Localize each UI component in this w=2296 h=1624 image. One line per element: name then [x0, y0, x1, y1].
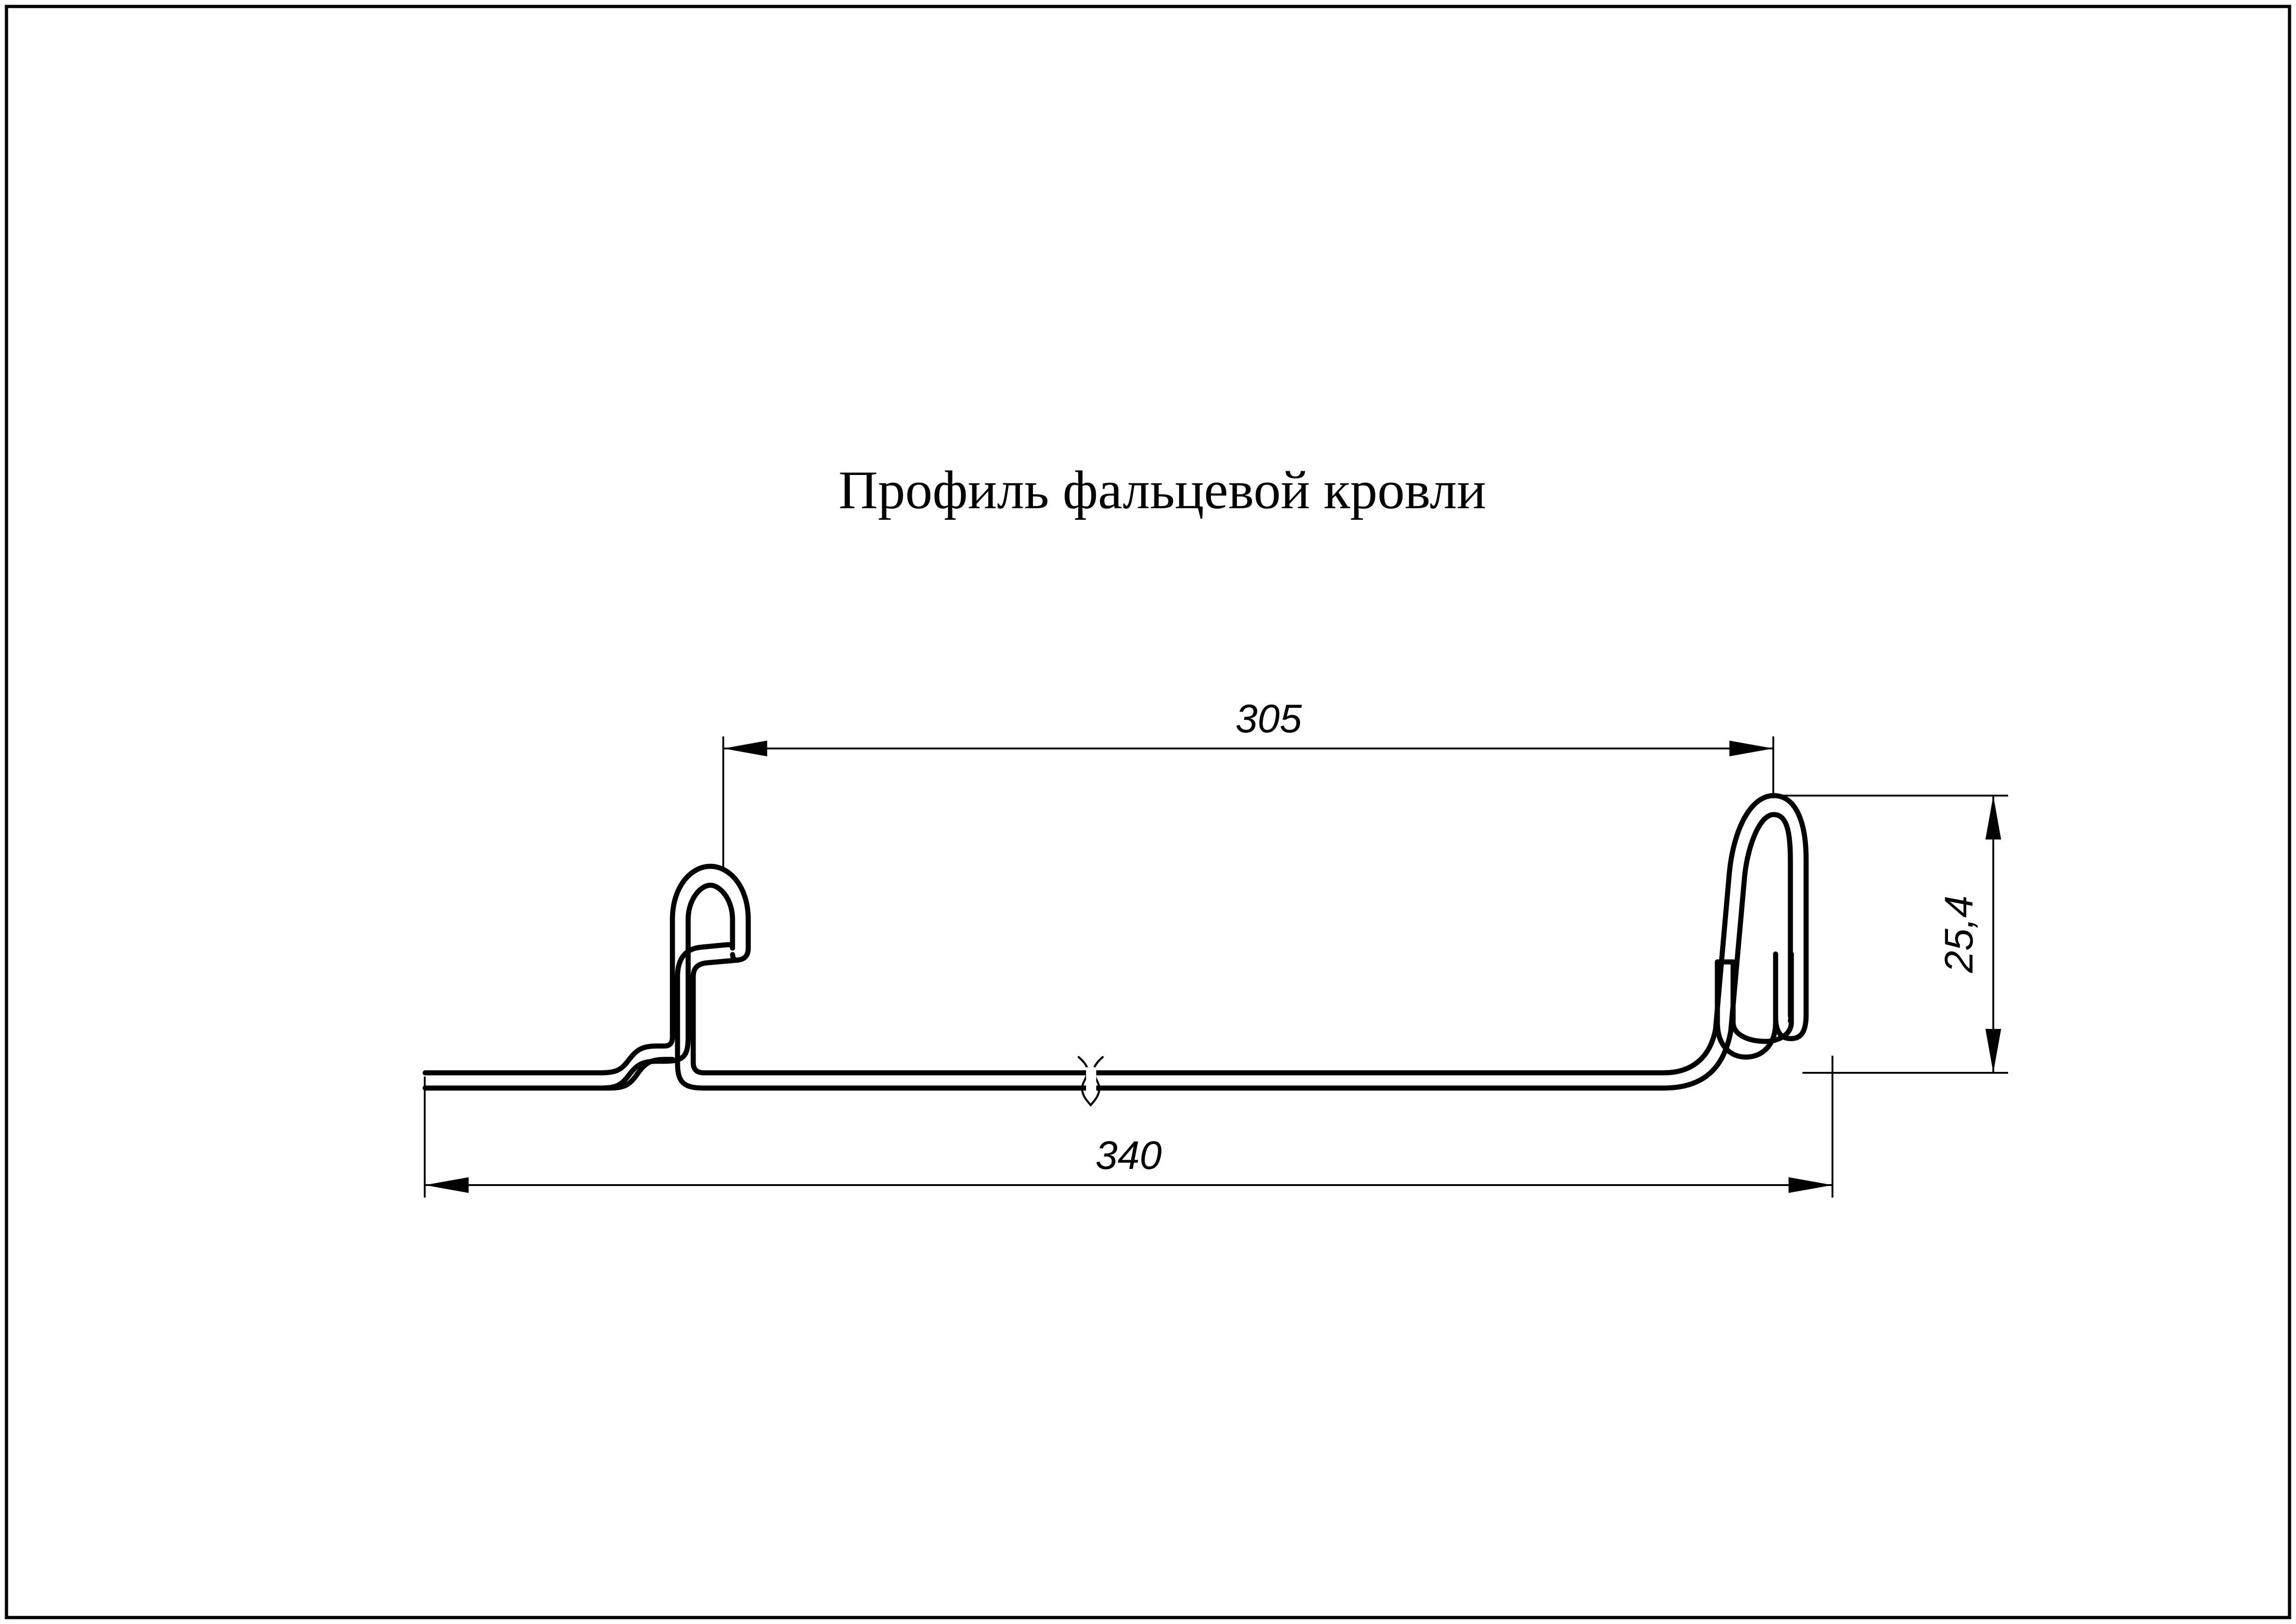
- profile-strip-outline: [422, 793, 1809, 1076]
- dimension-340: 340: [424, 1056, 1833, 1198]
- dimension-label-305: 305: [1235, 697, 1302, 741]
- break-gap-mask: [1086, 1067, 1096, 1094]
- dimension-arrow-icon-254-bottom: [1985, 1029, 2001, 1073]
- profile-inner-contour: [422, 812, 1794, 1091]
- right-seam-j-hook-inner: [1730, 951, 1794, 1044]
- left-seam-notch: [730, 952, 741, 963]
- right-seam-j-hook-outer: [1715, 951, 1778, 1060]
- dimension-arrow-icon-340-left: [425, 1177, 469, 1193]
- dimension-label-340: 340: [1095, 1133, 1162, 1178]
- dimension-arrow-icon-305-right: [1729, 741, 1773, 756]
- dimension-305: 305: [722, 697, 1774, 869]
- page-title: Профиль фальцевой кровли: [838, 460, 1486, 520]
- dimension-arrow-icon-340-right: [1789, 1177, 1832, 1193]
- dimension-arrow-icon-305-left: [723, 741, 767, 756]
- sheet-border: [5, 5, 2291, 1619]
- break-line-symbol: [1077, 1056, 1104, 1107]
- dimension-254: 25,4: [1774, 795, 2008, 1074]
- dimension-arrow-icon-254-top: [1985, 796, 2001, 839]
- dimension-label-254: 25,4: [1937, 895, 1981, 973]
